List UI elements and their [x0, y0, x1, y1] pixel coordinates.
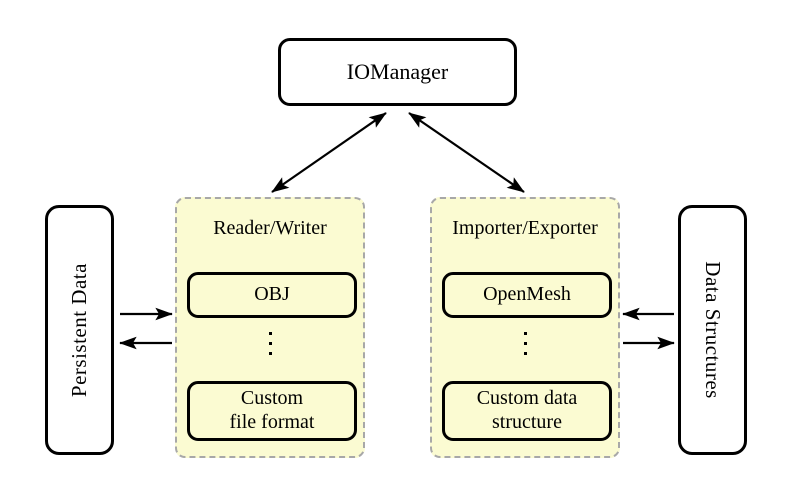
- item-custom-data-structure-line2: structure: [492, 411, 562, 433]
- item-openmesh-label: OpenMesh: [483, 283, 571, 306]
- group-reader-writer[interactable]: Reader/Writer OBJ Custom file format: [175, 197, 365, 458]
- item-custom-file-format[interactable]: Custom file format: [187, 381, 357, 441]
- io-manager-label: IOManager: [346, 59, 449, 85]
- arrow-manager-importer-exporter: [408, 112, 525, 193]
- item-custom-data-structure[interactable]: Custom data structure: [442, 381, 612, 441]
- item-custom-file-format-label: Custom file format: [230, 387, 315, 434]
- group-reader-writer-title: Reader/Writer: [213, 217, 327, 239]
- item-custom-data-structure-line1: Custom data: [476, 387, 578, 410]
- persistent-data-label: Persistent Data: [67, 262, 92, 398]
- ellipsis-dot: [523, 352, 527, 355]
- ellipsis-dot: [268, 352, 272, 355]
- ellipsis-importer-exporter: [432, 332, 618, 355]
- node-io-manager[interactable]: IOManager: [278, 38, 517, 106]
- data-structures-label: Data Structures: [700, 261, 725, 399]
- ellipsis-dot: [523, 332, 527, 335]
- item-openmesh[interactable]: OpenMesh: [442, 272, 612, 318]
- ellipsis-dot: [523, 342, 527, 345]
- ellipsis-reader-writer: [177, 332, 363, 355]
- item-custom-file-format-line2: file format: [229, 411, 315, 433]
- node-persistent-data[interactable]: Persistent Data: [45, 205, 114, 455]
- item-custom-file-format-line1: Custom: [240, 387, 304, 410]
- group-importer-exporter[interactable]: Importer/Exporter OpenMesh Custom data s…: [430, 197, 620, 458]
- arrow-manager-reader-writer: [271, 112, 387, 193]
- ellipsis-dot: [268, 332, 272, 335]
- node-data-structures[interactable]: Data Structures: [678, 205, 747, 455]
- group-importer-exporter-title: Importer/Exporter: [452, 217, 598, 239]
- item-custom-data-structure-label: Custom data structure: [477, 387, 578, 434]
- item-obj-label: OBJ: [254, 283, 290, 306]
- item-obj[interactable]: OBJ: [187, 272, 357, 318]
- ellipsis-dot: [268, 342, 272, 345]
